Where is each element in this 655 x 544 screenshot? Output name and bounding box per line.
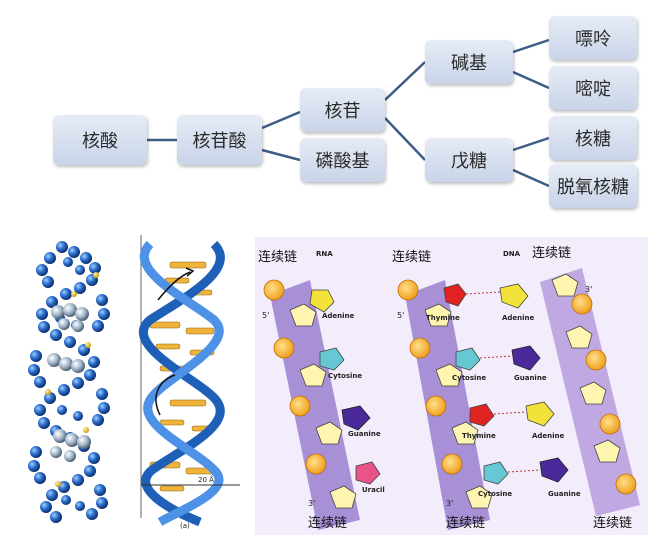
rna-five-prime: 5' — [262, 311, 269, 320]
dna-thymine-2 — [469, 403, 495, 427]
node-nucleic-acid: 核酸 — [53, 115, 147, 165]
dna-cytosine-2 — [483, 461, 509, 485]
helix-width-label: 20 Å — [198, 475, 214, 484]
rna-base-label-0: Adenine — [322, 312, 355, 320]
rna-uracil — [355, 461, 381, 485]
node-nucleotide: 核苷酸 — [177, 115, 262, 165]
rna-strand: Adenine Cytosine Guanine Uracil — [263, 279, 385, 509]
dna-base-label-6: Cytosine — [478, 490, 512, 498]
node-pyrimidine: 嘧啶 — [549, 66, 637, 110]
node-purine: 嘌呤 — [549, 16, 637, 60]
dna-adenine-partner — [499, 283, 529, 309]
rna-guanine — [341, 405, 371, 431]
rna-title: RNA — [316, 250, 333, 258]
dna-base-label-5: Adenine — [532, 432, 565, 440]
dna-base-label-3: Guanine — [514, 374, 547, 382]
chain-label-dna-top-left: 连续链 — [392, 249, 431, 265]
space-filling-model — [28, 241, 110, 523]
tree-connectors — [147, 38, 550, 188]
node-nucleoside: 核苷 — [300, 88, 385, 132]
dna-guanine-partner-2 — [539, 457, 569, 483]
chain-label-dna-bottom-left: 连续链 — [446, 515, 485, 531]
rna-base-label-2: Guanine — [348, 430, 381, 438]
dna-strand-right — [551, 273, 637, 495]
dna-base-label-4: Thymine — [462, 432, 496, 440]
node-deoxyribose: 脱氧核糖 — [549, 164, 637, 208]
node-phosphate-group: 磷酸基 — [300, 138, 385, 182]
chain-label-rna-bottom: 连续链 — [308, 515, 347, 531]
dna-base-label-2: Cytosine — [452, 374, 486, 382]
helix-diagram: 20 Å (a) — [130, 235, 240, 535]
dna-guanine-partner — [511, 345, 541, 371]
dna-three-prime-right: 3' — [585, 285, 592, 294]
chain-label-rna-top: 连续链 — [258, 249, 297, 265]
rna-base-label-3: Uracil — [362, 486, 385, 494]
dna-adenine-partner-2 — [525, 401, 555, 427]
dna-base-label-7: Guanine — [548, 490, 581, 498]
dna-cytosine — [455, 347, 481, 371]
dna-thymine — [443, 283, 467, 307]
rna-dna-structure: Adenine Cytosine Guanine Uracil — [255, 237, 648, 535]
dna-strand-left: Thymine Adenine Cytosine Guanine Thymine… — [397, 279, 581, 509]
rna-base-label-1: Cytosine — [328, 372, 362, 380]
node-base: 碱基 — [425, 40, 513, 84]
dna-base-label-1: Adenine — [502, 314, 535, 322]
chain-label-dna-top-right: 连续链 — [532, 245, 571, 261]
dna-three-prime: 3' — [446, 499, 453, 508]
atom-cluster — [28, 241, 110, 523]
dna-five-prime: 5' — [397, 311, 404, 320]
node-pentose: 戊糖 — [425, 138, 513, 182]
chain-label-dna-bottom-right: 连续链 — [593, 515, 632, 531]
node-ribose: 核糖 — [549, 116, 637, 160]
dna-base-label-0: Thymine — [426, 314, 460, 322]
rna-cytosine — [319, 347, 345, 371]
rna-adenine — [309, 289, 335, 313]
panel-label: (a) — [180, 522, 190, 530]
dna-title: DNA — [503, 250, 521, 258]
rna-three-prime: 3' — [308, 499, 315, 508]
